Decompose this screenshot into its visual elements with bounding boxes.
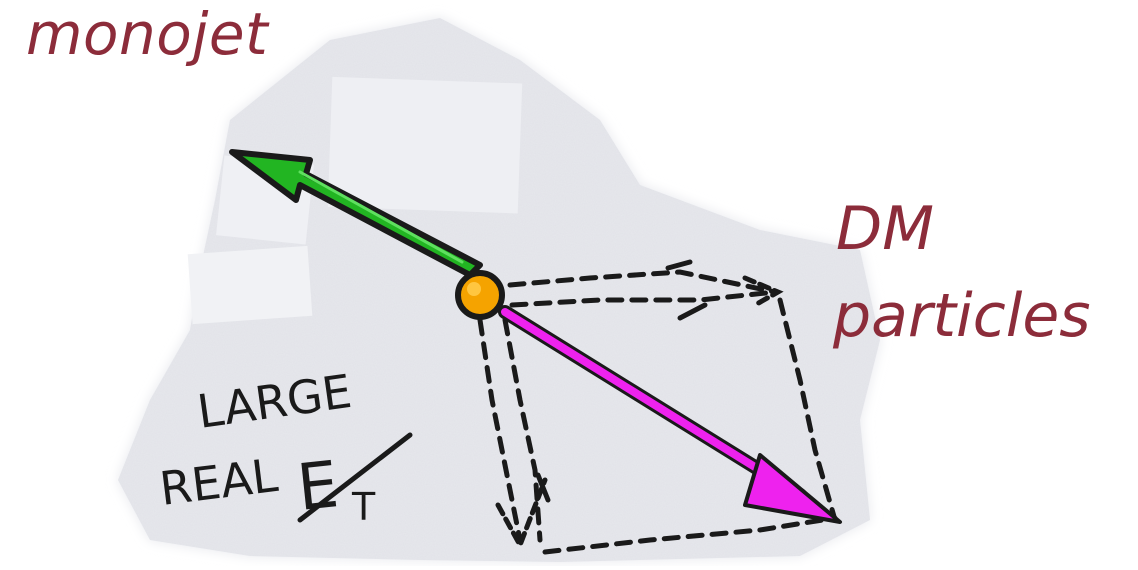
monojet-arrow [229,149,483,278]
monojet-arrow-shaft [229,149,483,278]
missing-et-symbol: E [294,448,342,526]
dm-particle-arrow [498,305,842,524]
interaction-vertex-icon [455,270,505,320]
dm-particles-label-line1: DM [836,194,934,264]
missing-et-slash [297,432,413,523]
dashed-line-bottom [542,515,838,555]
dashed-line-mid [509,289,778,308]
dm-arrow-head [743,453,842,524]
missing-et-subscript: T [351,485,376,529]
dm-particles-label-line2: particles [833,281,1091,351]
dashed-line-right [777,297,838,523]
dashed-arrow-upper [507,269,778,295]
dashed-tick-top [665,259,693,271]
dashed-tick-bottom [535,472,551,503]
dashed-arrow-upper-head [742,275,784,308]
monojet-label: monojet [26,0,269,68]
dashed-arrow-down-left [477,317,523,543]
dashed-arrow-down-head [495,477,548,551]
dashed-tick-mid [677,302,708,321]
